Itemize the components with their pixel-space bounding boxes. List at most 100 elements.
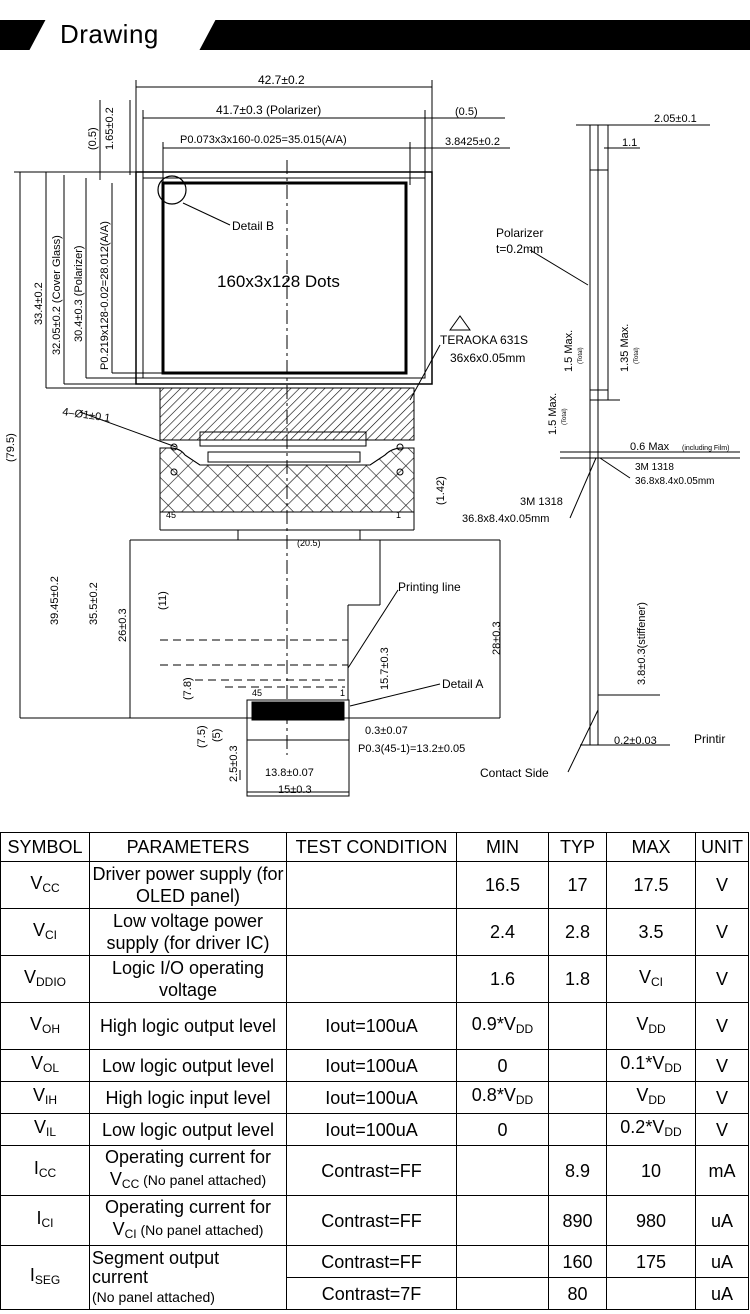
dim-aa-width: P0.073x3x160-0.025=35.015(A/A) xyxy=(180,134,347,146)
cell-symbol: VIH xyxy=(0,1081,90,1114)
table-row: Contrast=7F 80 uA xyxy=(1,1277,749,1310)
label-polarizer-t: t=0.2mm xyxy=(496,242,543,256)
dim-side-15max-b-note: (Total) xyxy=(562,408,568,425)
dim-side-38: 3.8±0.3(stiffener) xyxy=(636,602,648,685)
dim-polarizer-width: 41.7±0.3 (Polarizer) xyxy=(216,103,321,117)
col-header: TYP xyxy=(548,832,607,862)
cell-min: 1.6 xyxy=(456,955,549,1003)
pin-45-top: 45 xyxy=(166,510,176,520)
pin-1-bottom: 1 xyxy=(340,688,345,698)
section-title: Drawing xyxy=(60,19,159,49)
label-tape2-size: 36.8x8.4x0.05mm xyxy=(462,513,549,525)
label-dots: 160x3x128 Dots xyxy=(217,272,340,291)
cell-typ: 17 xyxy=(548,861,607,909)
cell-condition xyxy=(286,955,457,1003)
cell-typ: 890 xyxy=(548,1195,607,1246)
cell-condition xyxy=(286,861,457,909)
cell-parameter: Low voltage power supply (for driver IC) xyxy=(89,908,287,956)
cell-min xyxy=(456,1145,549,1196)
cell-typ xyxy=(548,1002,607,1050)
dim-165: 1.65±0.2 xyxy=(104,107,116,150)
cell-max: 10 xyxy=(606,1145,696,1196)
dim-25: 2.5±0.3 xyxy=(228,745,240,782)
cell-parameter: High logic output level xyxy=(89,1002,287,1050)
cell-symbol: ISEG xyxy=(0,1245,90,1310)
mechanical-drawing: 42.7±0.2 41.7±0.3 (Polarizer) P0.073x3x1… xyxy=(5,73,740,797)
dim-side-15max-b: 1.5 Max. xyxy=(547,393,559,435)
cell-typ: 160 xyxy=(548,1245,607,1278)
col-header: MAX xyxy=(606,832,696,862)
pin-1-top: 1 xyxy=(396,510,401,520)
cell-symbol: VOH xyxy=(0,1002,90,1050)
cell-min: 16.5 xyxy=(456,861,549,909)
cell-symbol: ICC xyxy=(0,1145,90,1196)
cell-unit: V xyxy=(695,955,749,1003)
spec-table: SYMBOL PARAMETERS TEST CONDITION MIN TYP… xyxy=(0,832,749,1310)
dim-75: (7.5) xyxy=(196,725,208,748)
dim-offset-38425: 3.8425±0.2 xyxy=(445,136,500,148)
section-header: Drawing xyxy=(0,0,750,60)
cell-symbol: VIL xyxy=(0,1113,90,1146)
cell-typ xyxy=(548,1081,607,1114)
cell-condition xyxy=(286,908,457,956)
cell-symbol: VCI xyxy=(0,908,90,956)
cell-max: 175 xyxy=(606,1245,696,1278)
dim-795: (79.5) xyxy=(5,433,17,462)
cell-unit: uA xyxy=(695,1245,749,1278)
dim-side-06max-note: (including Film) xyxy=(682,445,729,452)
dim-side-135max: 1.35 Max. xyxy=(619,324,631,372)
dim-11: (11) xyxy=(157,591,169,610)
col-header: SYMBOL xyxy=(0,832,90,862)
label-detail-a: Detail A xyxy=(442,677,483,691)
cell-condition: Contrast=FF xyxy=(286,1245,457,1278)
cell-parameter: Logic I/O operating voltage xyxy=(89,955,287,1003)
dim-left-05: (0.5) xyxy=(87,127,99,150)
cell-typ: 8.9 xyxy=(548,1145,607,1196)
dim-334: 33.4±0.2 xyxy=(33,282,45,325)
cell-max: 0.2*VDD xyxy=(606,1113,696,1146)
dim-205: (20.5) xyxy=(297,538,321,548)
cell-typ: 80 xyxy=(548,1277,607,1310)
cell-max: VCI xyxy=(606,955,696,1003)
cell-max: VDD xyxy=(606,1081,696,1114)
cell-unit: V xyxy=(695,908,749,956)
dim-side-06max: 0.6 Max xyxy=(630,441,670,453)
cell-min xyxy=(456,1195,549,1246)
cell-min: 0 xyxy=(456,1049,549,1082)
cell-condition: Contrast=7F xyxy=(286,1277,457,1310)
cell-symbol: ICI xyxy=(0,1195,90,1246)
label-printing-cut: Printir xyxy=(694,732,725,746)
cell-typ: 1.8 xyxy=(548,955,607,1003)
col-header: PARAMETERS xyxy=(89,832,287,862)
cell-parameter: High logic input level xyxy=(89,1081,287,1114)
label-tape1-size: 36.8x8.4x0.05mm xyxy=(635,476,715,487)
dim-side-135max-note: (Total) xyxy=(634,347,640,364)
dim-26: 26±0.3 xyxy=(117,608,129,642)
table-header-row: SYMBOL PARAMETERS TEST CONDITION MIN TYP… xyxy=(0,832,749,862)
label-tape1: 3M 1318 xyxy=(635,462,674,473)
label-contact-side: Contact Side xyxy=(480,766,549,780)
dim-355: 35.5±0.2 xyxy=(88,582,100,625)
cell-unit: V xyxy=(695,1002,749,1050)
cell-min: 0 xyxy=(456,1113,549,1146)
cell-condition: Iout=100uA xyxy=(286,1113,457,1146)
label-polarizer: Polarizer xyxy=(496,226,543,240)
dim-pitch-total: P0.3(45-1)=13.2±0.05 xyxy=(358,743,465,755)
dim-142: (1.42) xyxy=(435,476,447,505)
cell-typ xyxy=(548,1113,607,1146)
cell-symbol: VCC xyxy=(0,861,90,909)
cell-max: 980 xyxy=(606,1195,696,1246)
dim-15: 15±0.3 xyxy=(278,784,312,796)
cell-max: 3.5 xyxy=(606,908,696,956)
cell-min: 2.4 xyxy=(456,908,549,956)
dim-78: (7.8) xyxy=(182,677,194,700)
label-printing-line: Printing line xyxy=(398,580,461,594)
